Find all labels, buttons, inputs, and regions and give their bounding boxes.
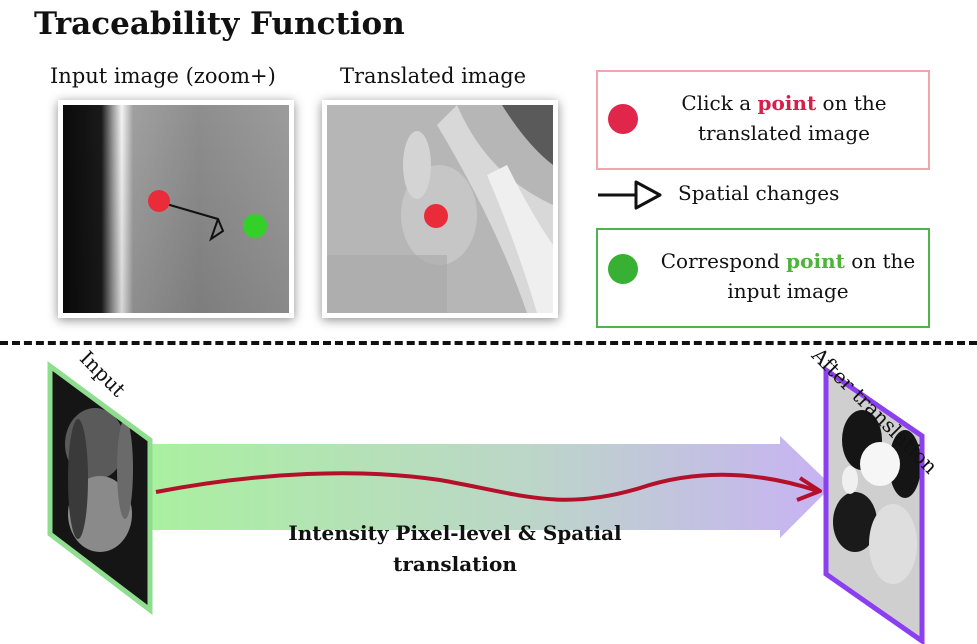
- translated-image-thumbnail: [322, 100, 558, 318]
- click-point-legend-text: Click a point on the translated image: [648, 88, 920, 148]
- spatial-change-arrow: [162, 202, 225, 242]
- legend-text: on the input image: [727, 249, 916, 303]
- translated-image: [327, 105, 553, 313]
- input-ct-image: [47, 361, 153, 616]
- input-image-thumbnail: [58, 100, 294, 318]
- spatial-arrow-icon: [598, 180, 662, 210]
- spatial-changes-label: Spatial changes: [678, 181, 840, 205]
- process-label: Intensity Pixel-level & Spatial translat…: [288, 521, 622, 576]
- correspond-point-legend-text: Correspond point on the input image: [646, 246, 930, 306]
- legend-highlight: point: [757, 91, 817, 115]
- click-point-marker: [148, 190, 170, 212]
- translated-image-caption: Translated image: [340, 64, 527, 88]
- translation-flow-graphic: [47, 361, 925, 644]
- correspond-point-marker: [243, 214, 267, 238]
- translated-click-point-marker: [424, 204, 448, 228]
- translation-arrow: [150, 436, 832, 538]
- legend-text: on the translated image: [698, 91, 887, 145]
- correspond-point-icon: [608, 254, 638, 284]
- click-point-icon: [608, 104, 638, 134]
- output-ct-image: [823, 365, 925, 644]
- correspond-point-legend-box: [596, 228, 930, 328]
- page-title: Traceability Function: [34, 6, 405, 42]
- translation-path-curve: [155, 471, 819, 502]
- legend-text: Correspond: [660, 249, 787, 273]
- click-point-legend-box: [596, 70, 930, 170]
- legend-highlight: point: [786, 249, 845, 273]
- legend-text: Click a: [681, 91, 758, 115]
- section-divider: [0, 341, 977, 345]
- input-image-caption: Input image (zoom+): [50, 64, 276, 88]
- curve-arrowhead: [796, 476, 822, 502]
- input-zoom-image: [63, 105, 289, 313]
